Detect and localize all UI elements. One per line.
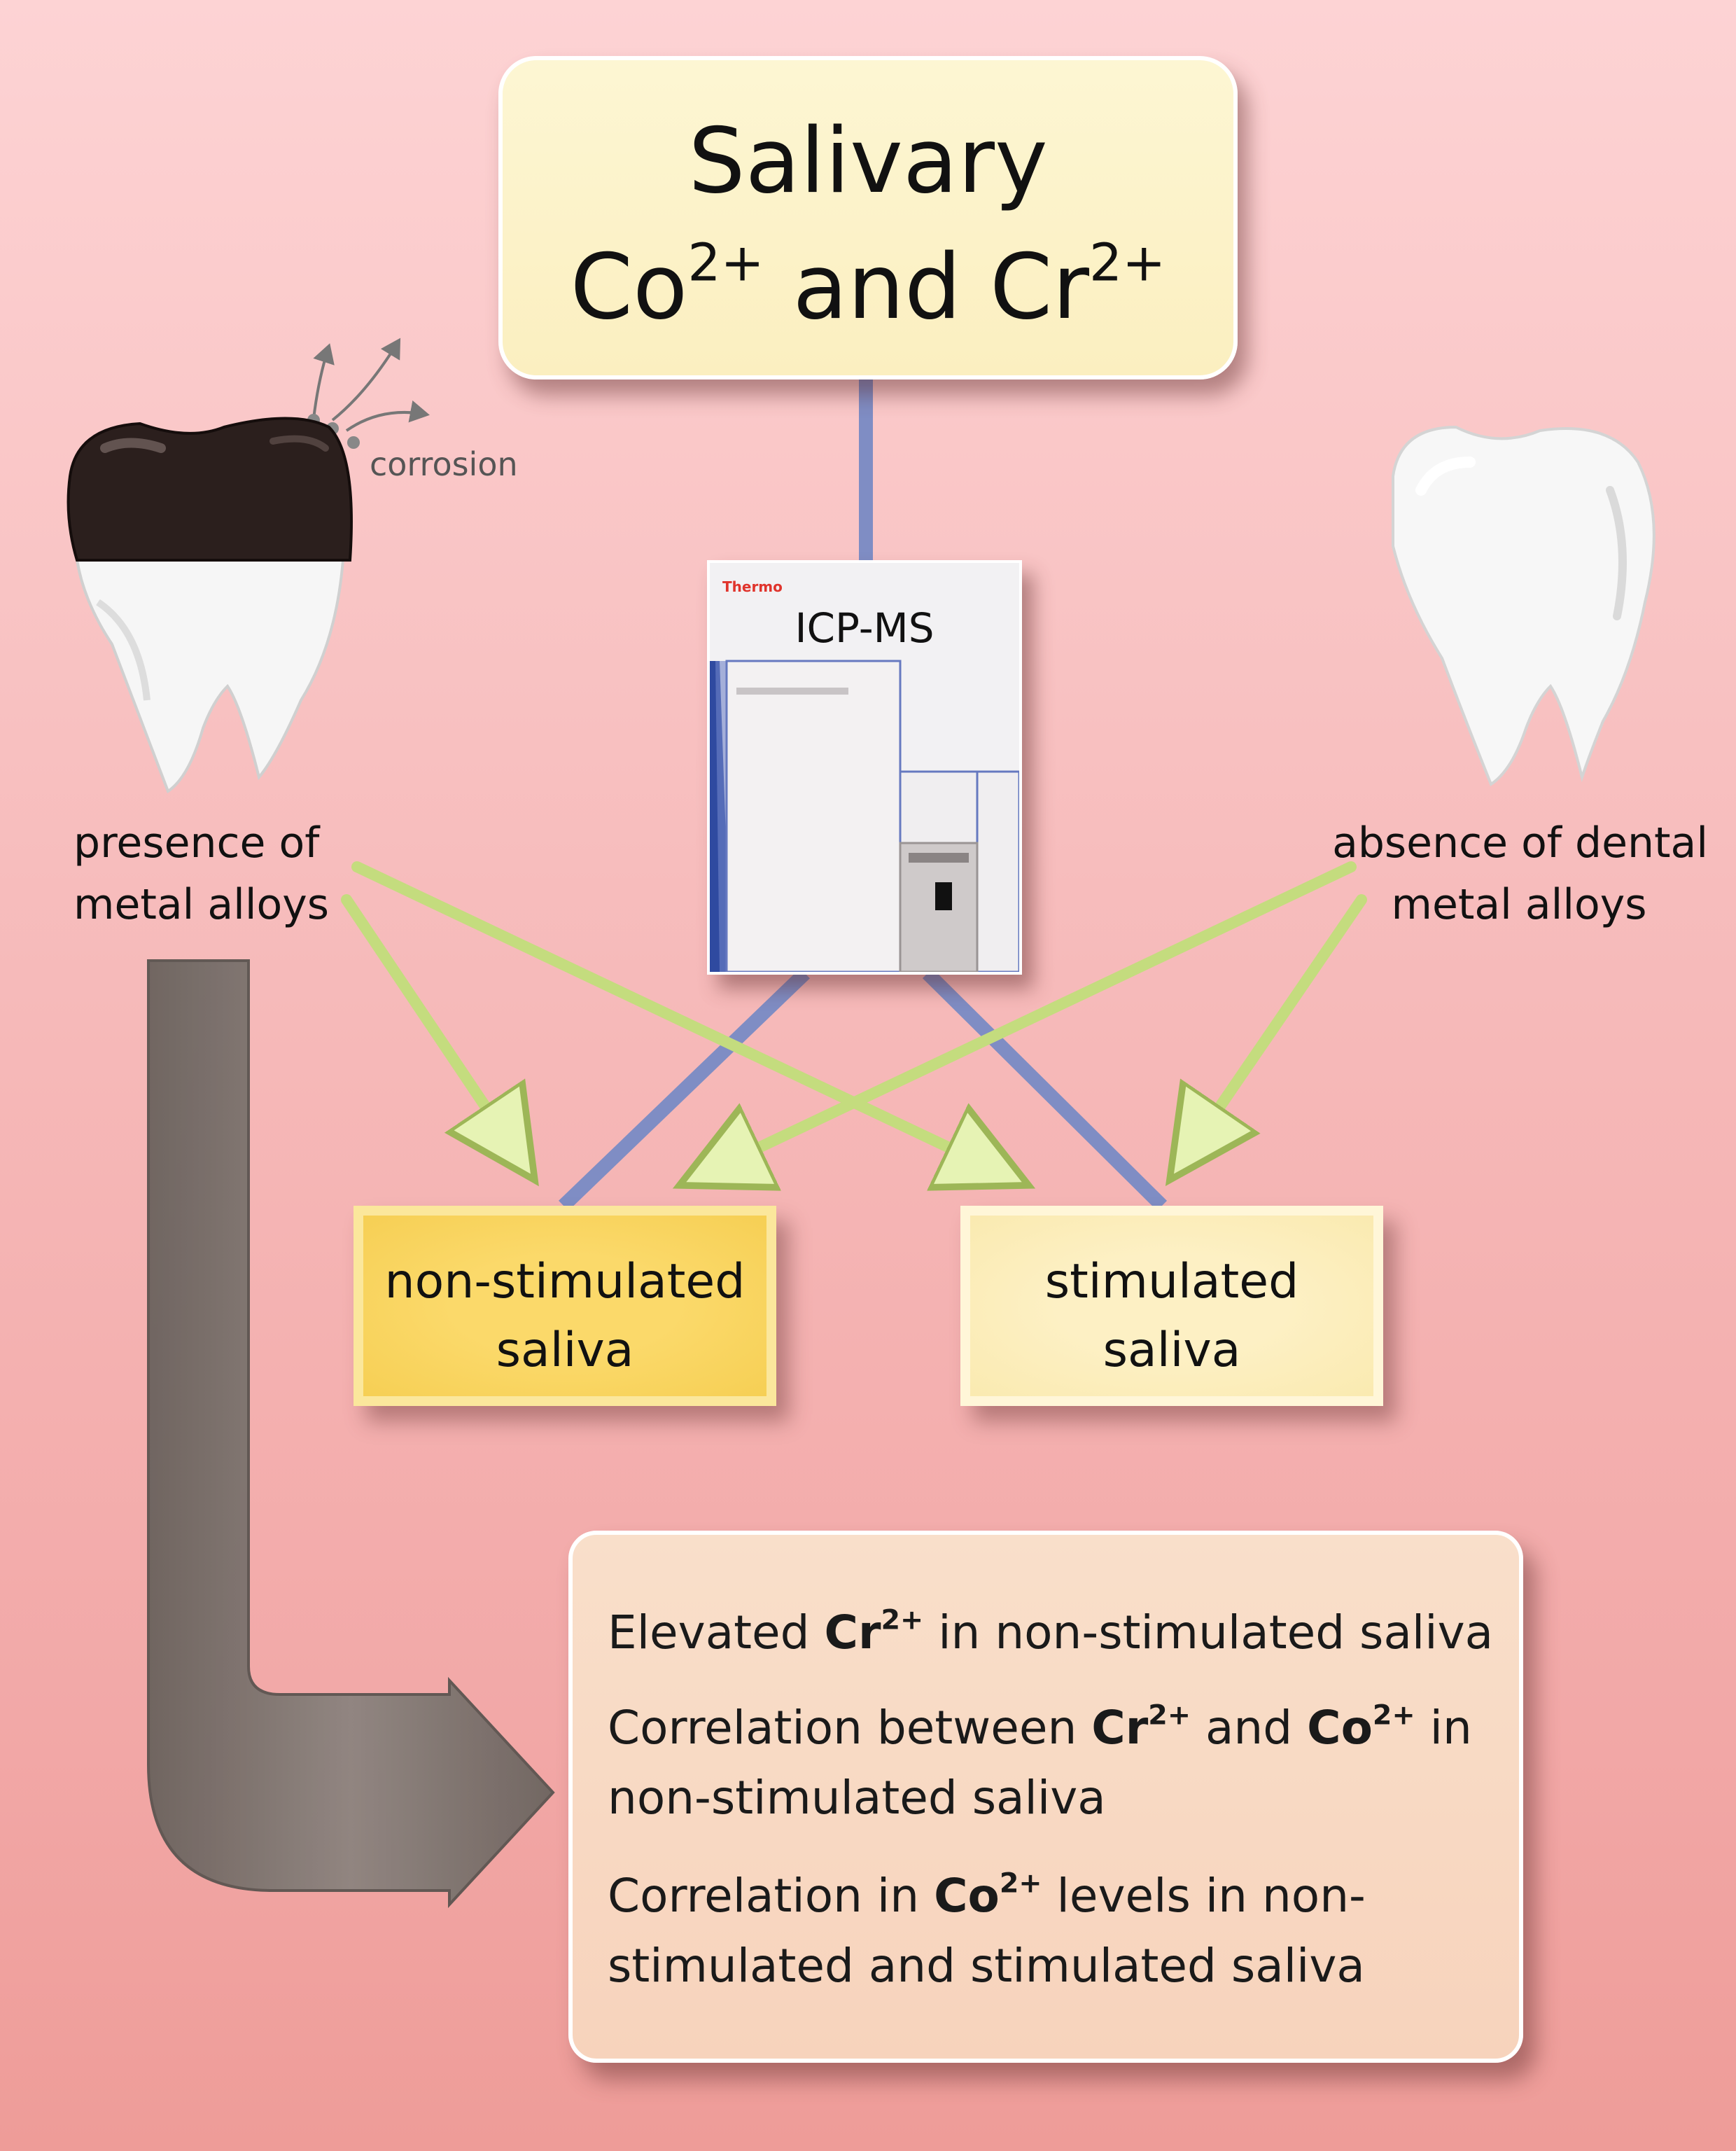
absence-label-line2: metal alloys	[1391, 880, 1647, 929]
result2-line2: non-stimulated saliva	[608, 1771, 1106, 1825]
icpms-instrument: Thermo ICP-MS	[707, 560, 1022, 975]
result2-charge1: 2+	[1148, 1699, 1191, 1732]
stim-line2: saliva	[1102, 1323, 1241, 1378]
instrument-name: ICP-MS	[794, 604, 934, 652]
corrosion-arrows	[312, 337, 430, 432]
title-conj: and	[792, 235, 962, 340]
absence-label-line1: absence of dental	[1332, 819, 1708, 868]
result1-text-post: in non-stimulated saliva	[923, 1606, 1494, 1659]
absence-of-dental-metal-alloys-label: absence of dental metal alloys	[1316, 812, 1708, 935]
absence-to-nonstim-arrow	[690, 861, 1357, 1181]
presence-label-line2: metal alloys	[74, 880, 329, 929]
result3-text-post: levels in non-	[1042, 1869, 1366, 1923]
result-elevated-cr: Elevated Cr2+ in non-stimulated saliva	[608, 1598, 1504, 1668]
title-line2: Co2+ and Cr2+	[503, 235, 1233, 340]
result2-ion2: Co	[1307, 1701, 1373, 1755]
result2-ion1: Cr	[1091, 1701, 1149, 1755]
presence-label-line1: presence of	[74, 819, 320, 868]
healthy-tooth	[1392, 425, 1656, 787]
title-line1: Salivary	[688, 109, 1048, 214]
tooth-with-metal-crown	[66, 417, 353, 794]
result2-text-pre: Correlation between	[608, 1701, 1092, 1755]
result1-charge: 2+	[881, 1603, 924, 1636]
title-box: Salivary Co2+ and Cr2+	[498, 56, 1238, 380]
absence-to-stim-arrow	[1176, 894, 1367, 1171]
result-co-levels-correlation: Correlation in Co2+ levels in non-stimul…	[608, 1861, 1504, 2001]
stim-line1: stimulated	[1044, 1254, 1299, 1309]
result1-ion: Cr	[824, 1606, 881, 1659]
result3-text-pre: Correlation in	[608, 1869, 934, 1923]
result3-ion: Co	[934, 1869, 1000, 1923]
title-ion1-charge: 2+	[687, 232, 764, 293]
presence-of-metal-alloys-label: presence of metal alloys	[74, 812, 329, 935]
icpms-to-stim-connector	[922, 968, 1168, 1211]
result2-text-mid: and	[1191, 1701, 1308, 1755]
big-result-arrow	[147, 959, 555, 1909]
result2-text-post: in	[1415, 1701, 1472, 1755]
title-ion1: Co	[570, 235, 688, 340]
nonstim-line1: non-stimulated	[384, 1254, 746, 1309]
results-box: Elevated Cr2+ in non-stimulated saliva C…	[568, 1531, 1523, 2063]
icpms-to-nonstim-connector	[559, 968, 810, 1211]
result3-line2: stimulated and stimulated saliva	[608, 1939, 1365, 1993]
stimulated-saliva-box: stimulated saliva	[960, 1206, 1383, 1406]
presence-to-stim-arrow	[351, 861, 1018, 1181]
result1-text-pre: Elevated	[608, 1606, 825, 1659]
instrument-brand: Thermo	[722, 578, 783, 595]
presence-to-nonstim-arrow	[341, 894, 528, 1171]
title-ion2-charge: 2+	[1088, 232, 1166, 293]
result3-charge: 2+	[999, 1867, 1042, 1900]
title-ion2: Cr	[989, 235, 1089, 340]
result2-charge2: 2+	[1372, 1699, 1415, 1732]
instrument-body-drawing	[710, 660, 1019, 972]
non-stimulated-saliva-box: non-stimulated saliva	[354, 1206, 776, 1406]
corrosion-label: corrosion	[370, 445, 518, 483]
nonstim-line2: saliva	[496, 1323, 634, 1378]
